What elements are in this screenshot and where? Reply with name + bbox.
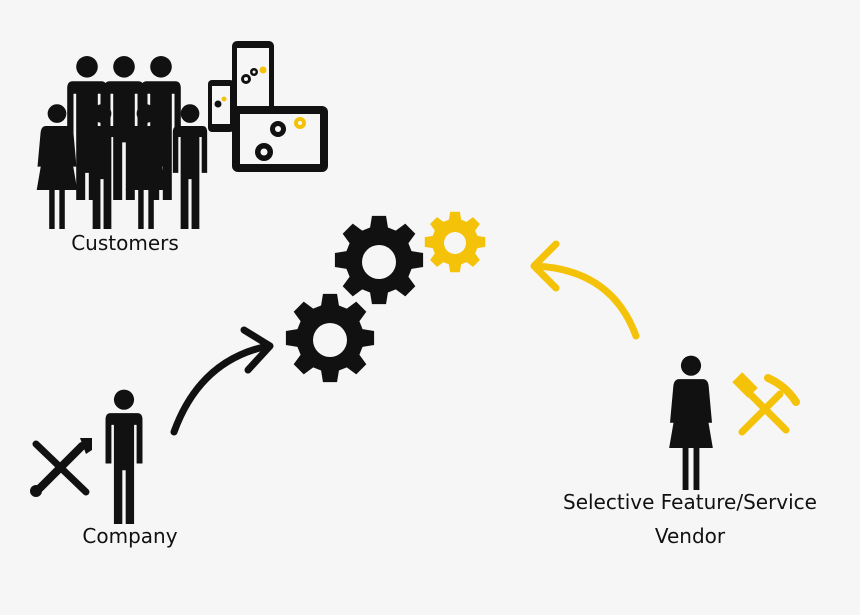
vendor-person-icon <box>669 355 713 490</box>
company-person-icon <box>105 389 143 524</box>
curved-arrow-icon <box>170 326 274 436</box>
phone-icon <box>208 80 234 132</box>
customers-label: Customers <box>71 231 179 255</box>
customer-crowd-icon <box>36 55 208 229</box>
gear-icon <box>334 215 424 305</box>
vendor-label-text: Selective Feature/Service Vendor <box>563 490 817 548</box>
hammer-pick-icon <box>732 372 800 436</box>
gear-icon <box>424 211 486 273</box>
vendor-label: Selective Feature/Service Vendor <box>530 485 850 553</box>
company-label: Company <box>82 524 178 548</box>
gear-icon <box>285 293 375 383</box>
wrench-screwdriver-icon <box>30 438 92 497</box>
curved-arrow-icon <box>530 240 640 340</box>
tablet-icon <box>232 106 328 172</box>
phone-icon <box>232 41 274 117</box>
